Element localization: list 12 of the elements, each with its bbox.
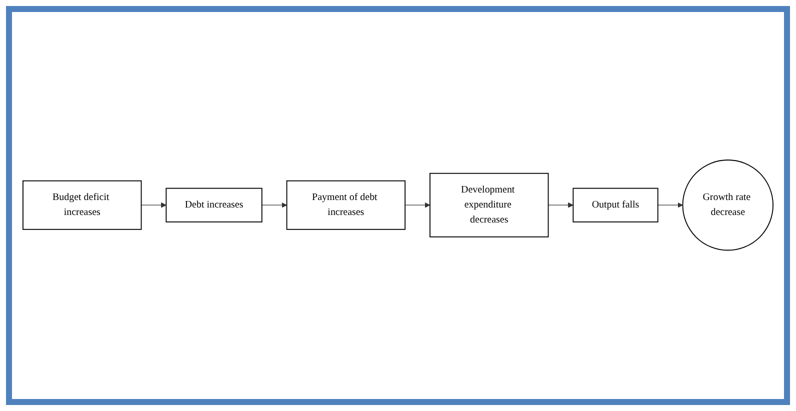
node-circle: [682, 160, 774, 252]
node-box: [430, 173, 549, 238]
diagram-frame: Budget deficit increases Debt increases Payment of debt increases Development expenditure decreases Output falls Growth rate decrease: [6, 6, 790, 405]
node-box: [22, 180, 142, 230]
arrow: [140, 202, 166, 208]
node-box: [572, 188, 658, 223]
node-box: [166, 188, 262, 223]
arrow: [262, 202, 288, 208]
node-box: [286, 180, 406, 230]
arrow: [404, 202, 430, 208]
arrow: [548, 202, 574, 208]
arrow: [658, 202, 683, 208]
